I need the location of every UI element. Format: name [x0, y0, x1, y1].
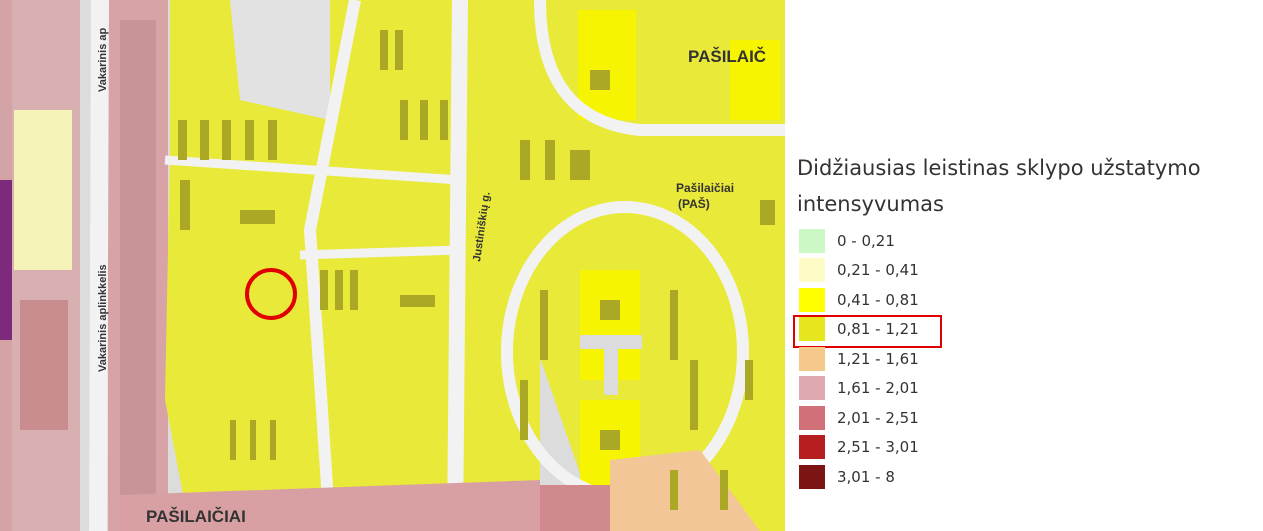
legend-item: 1,21 - 1,61 — [797, 344, 1263, 374]
plaza-stem — [604, 335, 618, 395]
grey-patch — [230, 0, 330, 120]
bus-stop-code: (PAŠ) — [678, 196, 710, 211]
legend-title-line2: intensyvumas — [797, 192, 944, 216]
legend-range-label: 0 - 0,21 — [837, 231, 895, 250]
street-label-vakarinis-side: Vakarinis aplinkkelis — [97, 264, 109, 372]
legend-range-label: 1,21 - 1,61 — [837, 349, 919, 368]
legend-item: 1,61 - 2,01 — [797, 374, 1263, 404]
legend-title-line1: Didžiausias leistinas sklypo užstatymo — [797, 156, 1201, 180]
legend-swatch — [799, 317, 825, 342]
zone-yellow-main — [165, 0, 540, 531]
legend-swatch — [799, 435, 825, 460]
legend-swatch — [799, 228, 825, 253]
legend-range-label: 0,21 - 0,41 — [837, 261, 919, 280]
zone-pink-block — [20, 300, 68, 430]
map-legend: Didžiausias leistinas sklypo užstatymo i… — [793, 150, 1263, 492]
location-marker-circle — [245, 268, 297, 320]
zoning-map[interactable]: PAŠILAIČ PAŠILAIČIAI Pašilaičiai (PAŠ) J… — [0, 0, 785, 531]
top-curved-road — [534, 0, 785, 136]
legend-range-label: 0,81 - 1,21 — [837, 320, 919, 339]
legend-swatch — [799, 346, 825, 371]
legend-swatch — [799, 464, 825, 489]
zone-purple-edge — [0, 180, 12, 340]
legend-range-label: 2,51 - 3,01 — [837, 438, 919, 457]
rail-tracks — [120, 20, 156, 520]
legend-item: 0,21 - 0,41 — [797, 256, 1263, 286]
legend-item: 0,41 - 0,81 — [797, 285, 1263, 315]
bus-stop-label: Pašilaičiai — [676, 181, 734, 195]
district-label-top: PAŠILAIČ — [688, 47, 766, 66]
north-south-street — [303, 0, 361, 531]
legend-range-label: 2,01 - 2,51 — [837, 408, 919, 427]
legend-item: 3,01 - 8 — [797, 462, 1263, 492]
zone-bright-yellow-2 — [730, 40, 780, 120]
legend-items: 0 - 0,21 0,21 - 0,41 0,41 - 0,81 0,81 - 1,2… — [793, 226, 1263, 492]
map-canvas[interactable]: PAŠILAIČ PAŠILAIČIAI Pašilaičiai (PAŠ) J… — [0, 0, 785, 531]
zone-light-yellow — [14, 110, 72, 270]
legend-item: 2,01 - 2,51 — [797, 403, 1263, 433]
buildings — [178, 30, 775, 510]
cross-street-2 — [299, 245, 461, 260]
legend-swatch — [799, 287, 825, 312]
legend-swatch — [799, 258, 825, 283]
legend-item: 0,81 - 1,21 — [793, 314, 1263, 347]
zone-pink-bottom — [120, 480, 540, 531]
vakarinis-road — [89, 0, 109, 531]
zone-bright-yellow-1 — [578, 10, 636, 120]
street-label-vakarinis-top: Vakarinis ap — [97, 28, 109, 92]
legend-item: 2,51 - 3,01 — [797, 433, 1263, 463]
legend-swatch — [799, 405, 825, 430]
district-label-bottom: PAŠILAIČIAI — [146, 507, 246, 526]
zone-red-bottom — [540, 485, 620, 531]
legend-item: 0 - 0,21 — [797, 226, 1263, 256]
legend-range-label: 0,41 - 0,81 — [837, 290, 919, 309]
legend-range-label: 3,01 - 8 — [837, 467, 895, 486]
legend-range-label: 1,61 - 2,01 — [837, 379, 919, 398]
zone-orange-bottom — [610, 450, 760, 531]
cross-street-1 — [164, 155, 461, 185]
justiniskiu-street — [447, 0, 468, 531]
legend-swatch — [799, 376, 825, 401]
